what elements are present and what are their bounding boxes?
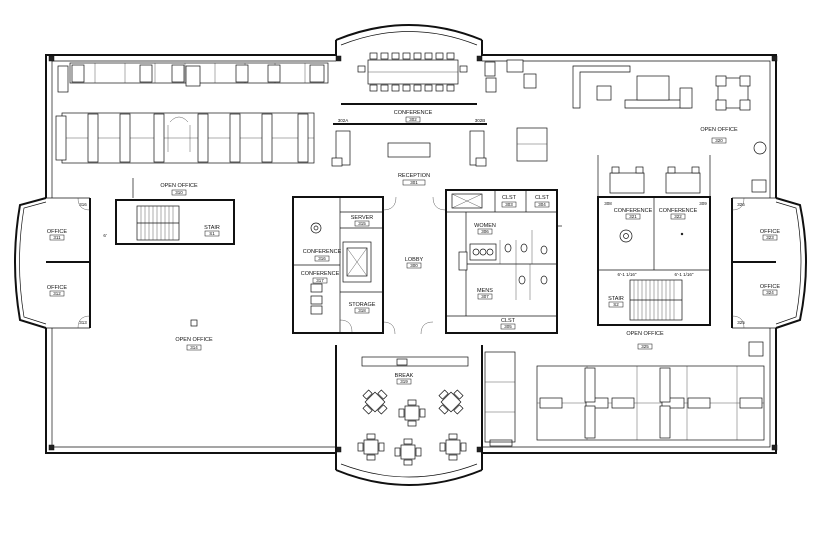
- room-mens: MENS 307: [477, 288, 493, 300]
- columns: [48, 55, 778, 453]
- room-number: S2: [613, 302, 619, 307]
- room-number: 316: [318, 256, 326, 261]
- room-number: S1: [209, 231, 215, 236]
- room-number: 305: [504, 324, 512, 329]
- room-open-office-sw: OPEN OFFICE 314: [175, 337, 213, 351]
- room-office-w2: OFFICE 312: [47, 285, 67, 297]
- room-office-e1: OFFICE 323: [760, 229, 780, 241]
- door-tag: 308: [604, 201, 612, 206]
- room-name: OFFICE: [47, 285, 67, 291]
- room-name: STORAGE: [349, 302, 376, 308]
- room-name: CONFERENCE: [394, 110, 433, 116]
- room-number: 321: [629, 214, 637, 219]
- room-number: 325: [641, 344, 649, 349]
- room-name: OPEN OFFICE: [160, 183, 198, 189]
- room-number: 303: [505, 202, 513, 207]
- room-number: 310: [175, 190, 183, 195]
- room-name: BREAK: [395, 373, 414, 379]
- door-tag: 302B: [475, 118, 486, 123]
- ne-lounge: OPEN OFFICE 320: [484, 59, 767, 193]
- room-name: OFFICE: [760, 229, 780, 235]
- room-stair-w: STAIR S1: [115, 178, 235, 245]
- room-name: CONFERENCE: [301, 271, 340, 277]
- room-stair-e: STAIR S2: [608, 279, 683, 321]
- room-name: OPEN OFFICE: [626, 331, 664, 337]
- room-number: 323: [766, 235, 774, 240]
- room-name: WOMEN: [474, 223, 496, 229]
- room-name: LOBBY: [405, 257, 424, 263]
- room-number: 311: [53, 235, 61, 240]
- nw-workstations: [55, 62, 329, 164]
- room-open-office-se: OPEN OFFICE 325: [626, 331, 664, 350]
- room-name: OPEN OFFICE: [700, 127, 738, 133]
- room-name: CONFERENCE: [614, 208, 653, 214]
- room-name: OFFICE: [760, 284, 780, 290]
- dimension: 6'-1 1/16": [675, 272, 694, 277]
- door-tag: 326: [737, 202, 745, 207]
- room-name: STAIR: [608, 296, 624, 302]
- room-number: 301: [410, 180, 418, 185]
- room-number: 302: [409, 117, 417, 122]
- room-open-office-nw: OPEN OFFICE 310: [160, 183, 198, 196]
- room-number: 318: [358, 308, 366, 313]
- room-number: 315: [358, 221, 366, 226]
- room-number: 300: [410, 263, 418, 268]
- room-office-w1: OFFICE 311: [47, 229, 67, 241]
- room-conference-mid2: CONFERENCE 317: [301, 271, 340, 284]
- room-reception: RECEPTION 301: [398, 173, 430, 186]
- room-number: 319: [400, 379, 408, 384]
- room-office-e2: OFFICE 324: [760, 284, 780, 296]
- room-number: 306: [481, 229, 489, 234]
- room-clst3: CLST 305: [500, 318, 516, 330]
- room-number: 322: [674, 214, 682, 219]
- room-number: 307: [481, 294, 489, 299]
- se-workstations: [484, 341, 765, 447]
- west-offices: 316 313: [46, 197, 91, 329]
- room-number: 314: [190, 345, 198, 350]
- room-womens: WOMEN 306: [474, 223, 496, 235]
- room-name: OFFICE: [47, 229, 67, 235]
- restroom-block: [445, 189, 562, 334]
- room-lobby: LOBBY 300: [405, 257, 424, 269]
- east-offices: 326 325: [731, 197, 776, 329]
- door-tag: 302A: [338, 118, 349, 123]
- room-conference-top: CONFERENCE 302 302A 302B: [331, 52, 487, 167]
- room-number: 317: [316, 278, 324, 283]
- room-name: STAIR: [204, 225, 220, 231]
- east-conference-block: 308 309: [597, 155, 711, 326]
- room-conference-e2: CONFERENCE 322: [659, 208, 698, 220]
- room-name: CLST: [535, 195, 550, 201]
- room-number: 320: [715, 138, 723, 143]
- room-storage: STORAGE 318: [349, 302, 376, 314]
- room-name: RECEPTION: [398, 173, 430, 179]
- door-tag: 313: [79, 320, 87, 325]
- room-number: 324: [766, 290, 774, 295]
- room-number: 304: [538, 202, 546, 207]
- door-tag: 316: [79, 202, 87, 207]
- room-clst2: CLST 304: [534, 195, 550, 208]
- room-name: OPEN OFFICE: [175, 337, 213, 343]
- door-tag: 309: [699, 201, 707, 206]
- room-conference-e1: CONFERENCE 321: [614, 208, 653, 220]
- room-conference-mid1: CONFERENCE 316: [303, 249, 342, 262]
- room-clst1: CLST 303: [501, 195, 517, 208]
- room-name: CONFERENCE: [303, 249, 342, 255]
- room-number: 312: [53, 291, 61, 296]
- room-break: BREAK 319: [335, 345, 483, 466]
- room-name: CLST: [501, 318, 516, 324]
- room-name: CLST: [502, 195, 517, 201]
- dimension: 6': [103, 233, 107, 238]
- room-name: MENS: [477, 288, 493, 294]
- room-server: SERVER 315: [351, 215, 374, 227]
- room-name: SERVER: [351, 215, 374, 221]
- door-tag: 325: [737, 320, 745, 325]
- room-name: CONFERENCE: [659, 208, 698, 214]
- dimension: 6'-1 1/16": [618, 272, 637, 277]
